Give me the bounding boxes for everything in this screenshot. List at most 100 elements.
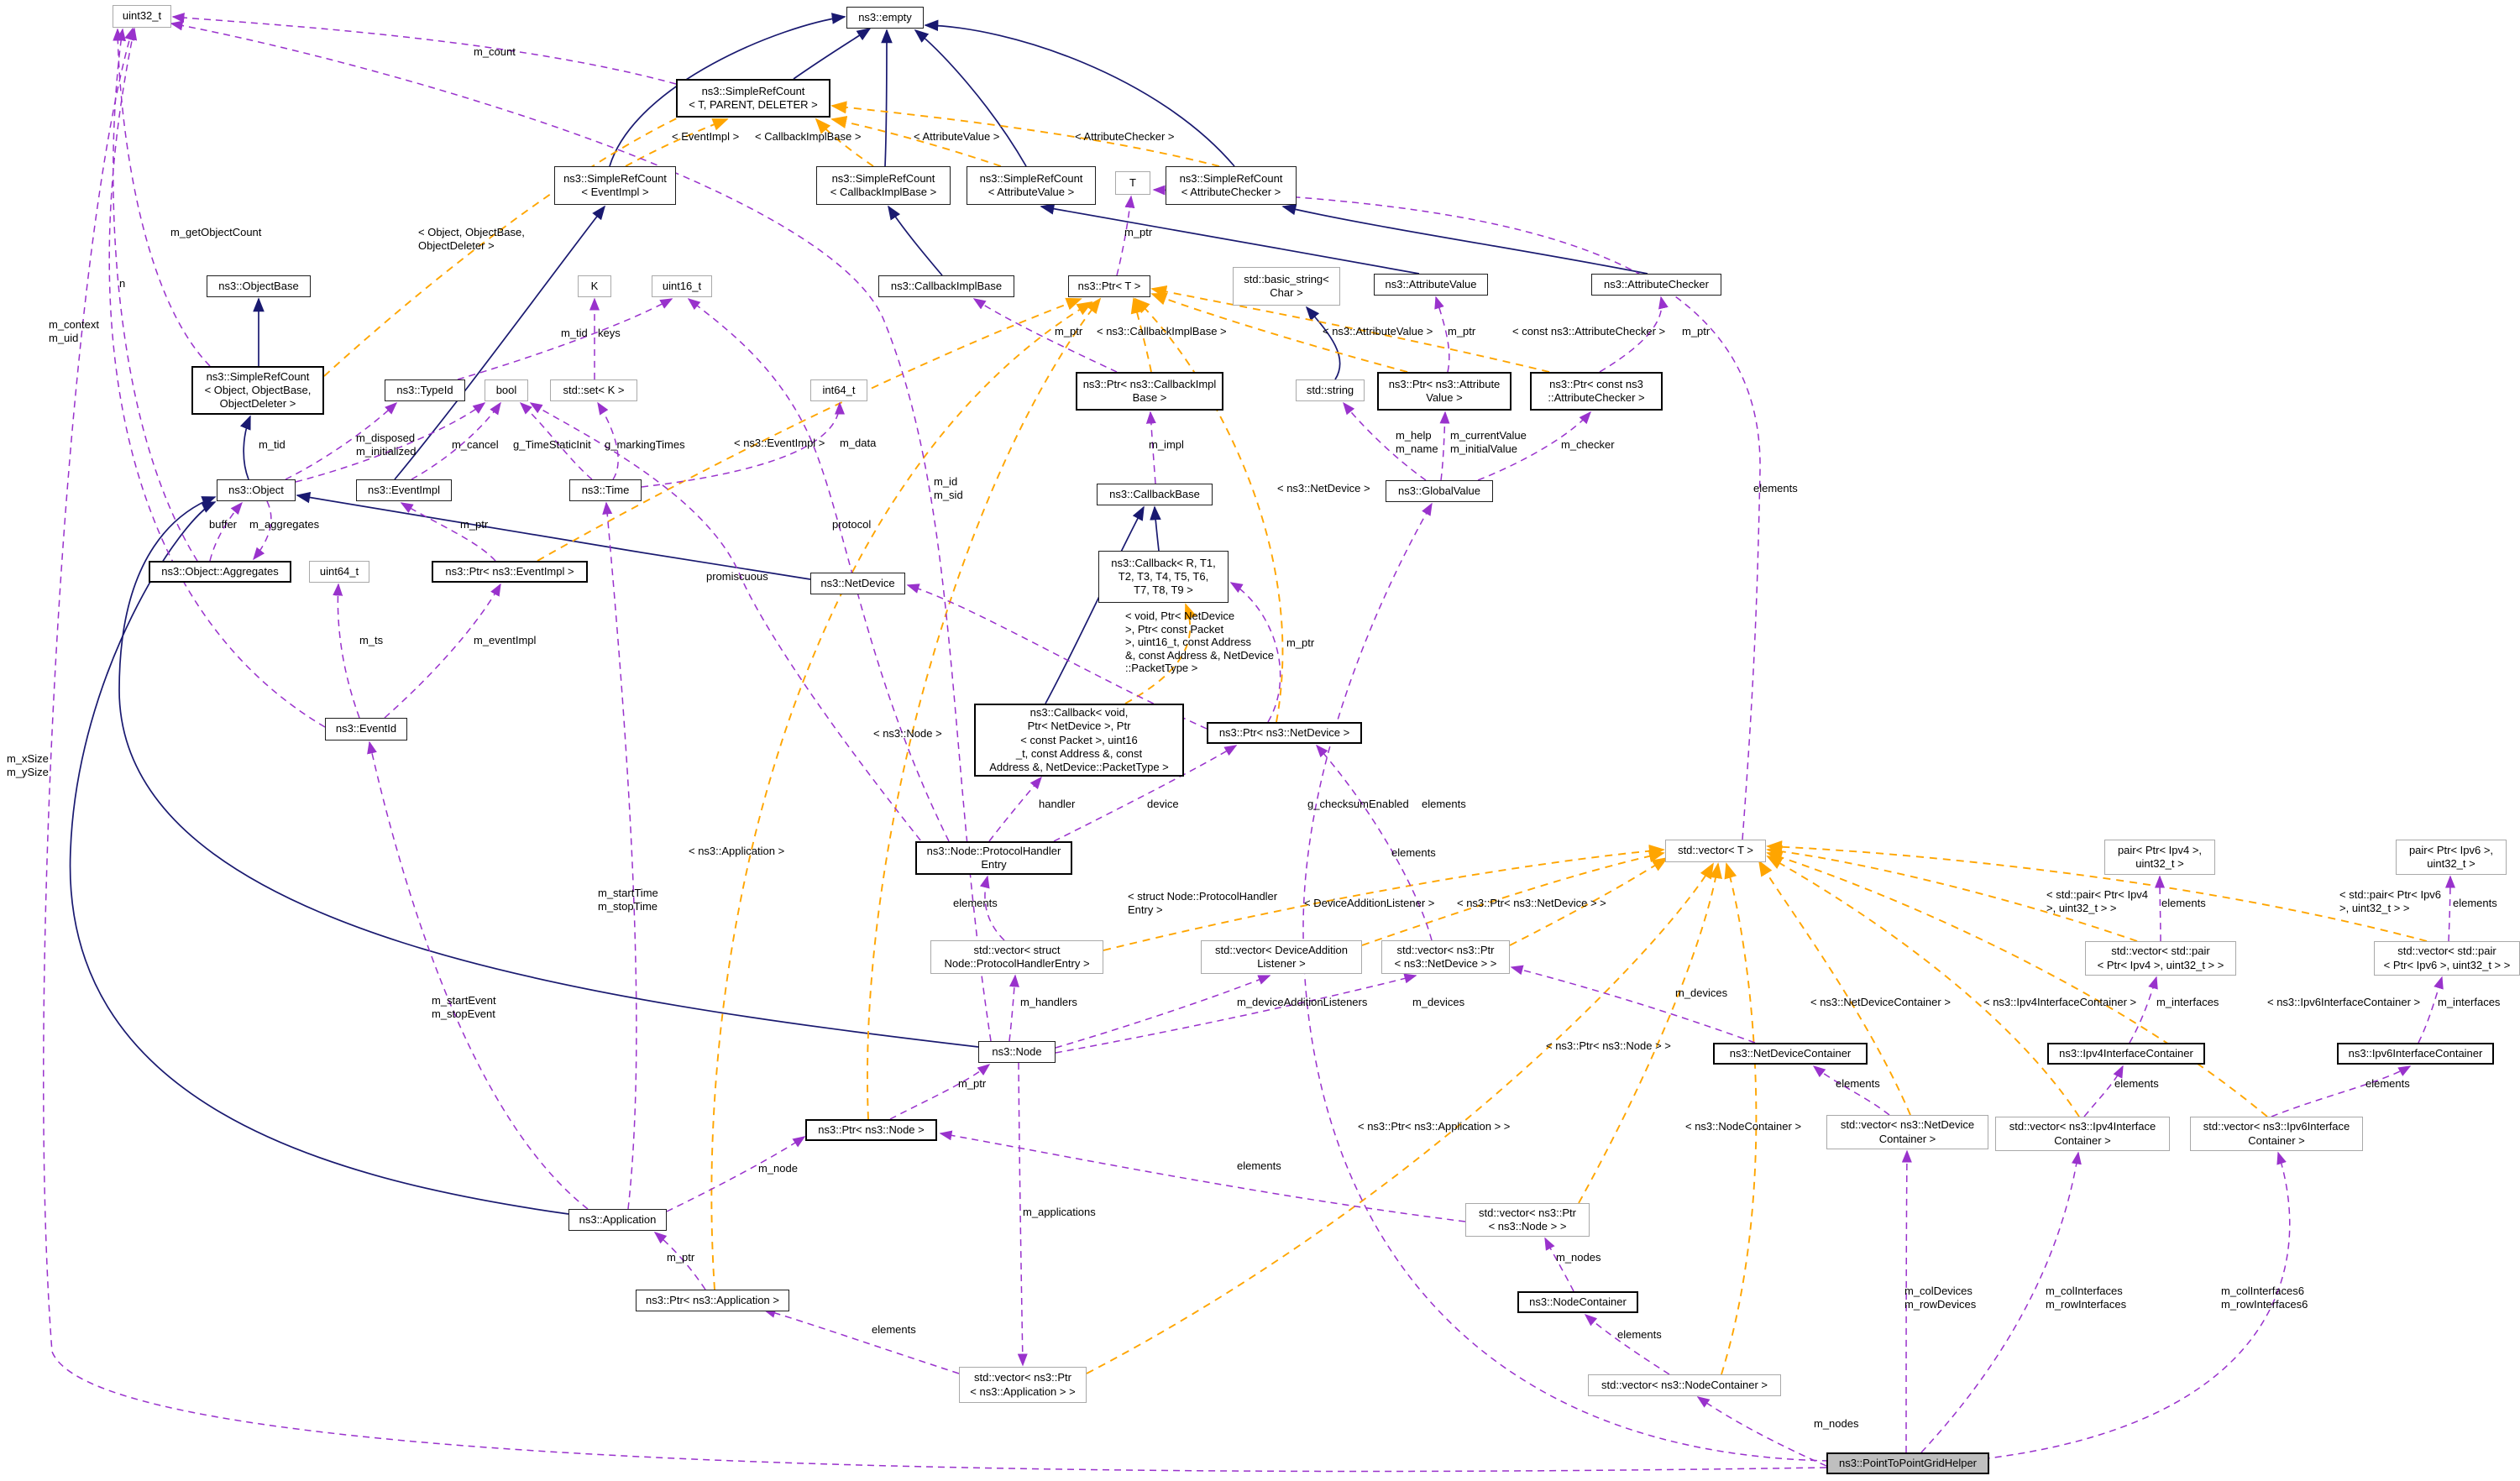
- edge-label-0: m_count: [474, 45, 516, 58]
- class-box-vecipv6[interactable]: std::vector< ns3::Ipv6Interface Containe…: [2190, 1117, 2363, 1151]
- edge-use-47: [1116, 195, 1135, 276]
- edge-use-100: [762, 1308, 960, 1374]
- class-box-srcobj[interactable]: ns3::SimpleRefCount < Object, ObjectBase…: [191, 366, 324, 415]
- class-box-cib[interactable]: ns3::CallbackImplBase: [878, 275, 1014, 297]
- class-box-uint64[interactable]: uint64_t: [309, 561, 369, 583]
- edge-label-66: elements: [2161, 897, 2206, 909]
- class-box-ndc[interactable]: ns3::NetDeviceContainer: [1713, 1043, 1868, 1065]
- edge-tmpl-34: [1086, 862, 1714, 1374]
- edge-label-7: m_ptr: [1124, 226, 1153, 238]
- class-box-ptrapp[interactable]: ns3::Ptr< ns3::Application >: [636, 1290, 789, 1311]
- class-box-time[interactable]: ns3::Time: [569, 479, 642, 501]
- class-box-vecptrnd[interactable]: std::vector< ns3::Ptr < ns3::NetDevice >…: [1381, 940, 1510, 974]
- class-box-srctpd[interactable]: ns3::SimpleRefCount < T, PARENT, DELETER…: [676, 79, 830, 118]
- edge-label-65: < std::pair< Ptr< Ipv4 >, uint32_t > >: [2046, 888, 2149, 914]
- class-box-ipv4c[interactable]: ns3::Ipv4InterfaceContainer: [2047, 1043, 2205, 1065]
- edge-tmpl-19: [830, 115, 1002, 167]
- class-box-vecpair4[interactable]: std::vector< std::pair < Ptr< Ipv4 >, ui…: [2085, 941, 2236, 976]
- edge-tmpl-27: [537, 297, 1082, 562]
- class-box-vecphe[interactable]: std::vector< struct Node::ProtocolHandle…: [930, 940, 1103, 974]
- class-box-vecptrapp[interactable]: std::vector< ns3::Ptr < ns3::Application…: [959, 1367, 1087, 1403]
- edge-label-46: g_checksumEnabled: [1307, 798, 1409, 810]
- edge-label-29: m_help m_name: [1396, 429, 1438, 455]
- class-box-cbr[interactable]: ns3::Callback< R, T1, T2, T3, T4, T5, T6…: [1098, 551, 1229, 603]
- edge-label-68: elements: [2453, 897, 2497, 909]
- edge-use-96: [939, 1130, 1466, 1222]
- class-box-empty[interactable]: ns3::empty: [846, 7, 924, 29]
- class-box-uint16[interactable]: uint16_t: [652, 275, 712, 297]
- edge-use-52: [519, 401, 593, 480]
- class-box-ptrt[interactable]: ns3::Ptr< T >: [1068, 275, 1150, 297]
- edge-label-4: < CallbackImplBase >: [755, 130, 862, 143]
- class-box-objbase[interactable]: ns3::ObjectBase: [207, 275, 311, 297]
- class-box-vect[interactable]: std::vector< T >: [1665, 840, 1766, 862]
- class-box-nodecont[interactable]: ns3::NodeContainer: [1517, 1291, 1638, 1313]
- class-box-srcevt[interactable]: ns3::SimpleRefCount < EventImpl >: [554, 166, 676, 205]
- edge-label-63: < ns3::Ipv6InterfaceContainer >: [2267, 996, 2421, 1008]
- class-box-boolb[interactable]: bool: [485, 379, 528, 401]
- class-box-uint32[interactable]: uint32_t: [113, 5, 171, 28]
- class-box-netdev[interactable]: ns3::NetDevice: [810, 573, 905, 594]
- edge-label-26: < const ns3::AttributeChecker >: [1512, 325, 1666, 338]
- edge-use-69: [1439, 411, 1450, 481]
- edge-tmpl-30: [1103, 844, 1665, 951]
- class-box-vecpair6[interactable]: std::vector< std::pair < Ptr< Ipv6 >, ui…: [2374, 941, 2520, 976]
- edge-label-3: < EventImpl >: [672, 130, 740, 143]
- class-box-globalval[interactable]: ns3::GlobalValue: [1386, 480, 1493, 502]
- class-box-vecptrnode[interactable]: std::vector< ns3::Ptr < ns3::Node > >: [1465, 1203, 1590, 1237]
- class-box-aggregates[interactable]: ns3::Object::Aggregates: [149, 561, 291, 583]
- class-box-cbbase[interactable]: ns3::CallbackBase: [1097, 484, 1213, 505]
- class-box-srccib[interactable]: ns3::SimpleRefCount < CallbackImplBase >: [816, 166, 951, 205]
- edge-use-41: [171, 13, 677, 85]
- class-box-stdstring[interactable]: std::string: [1296, 379, 1365, 401]
- class-box-object[interactable]: ns3::Object: [217, 479, 296, 501]
- class-box-vecndc[interactable]: std::vector< ns3::NetDevice Container >: [1826, 1115, 1988, 1149]
- edge-label-9: m_context m_uid: [49, 318, 99, 344]
- class-box-kbox[interactable]: K: [578, 275, 611, 297]
- edge-label-39: m_eventImpl: [474, 634, 537, 646]
- class-box-ptrevt[interactable]: ns3::Ptr< ns3::EventImpl >: [432, 561, 588, 583]
- class-box-cbvoid[interactable]: ns3::Callback< void, Ptr< NetDevice >, P…: [974, 704, 1184, 777]
- class-box-app[interactable]: ns3::Application: [568, 1209, 667, 1231]
- class-box-ptrnode[interactable]: ns3::Ptr< ns3::Node >: [805, 1119, 937, 1141]
- class-box-attrchk[interactable]: ns3::AttributeChecker: [1591, 274, 1721, 296]
- edge-label-55: m_devices: [1412, 996, 1465, 1008]
- edge-label-58: < ns3::Ptr< ns3::Application > >: [1358, 1120, 1511, 1133]
- class-box-setk[interactable]: std::set< K >: [550, 379, 637, 401]
- edge-tmpl-23: [1130, 297, 1152, 373]
- edge-label-49: elements: [953, 897, 998, 909]
- class-box-attrval[interactable]: ns3::AttributeValue: [1374, 274, 1488, 296]
- class-box-srcac[interactable]: ns3::SimpleRefCount < AttributeChecker >: [1166, 166, 1297, 205]
- edge-use-85: [2271, 1065, 2412, 1117]
- edge-tmpl-26: [1134, 297, 1284, 723]
- edge-use-88: [2155, 875, 2166, 942]
- edge-tmpl-33: [1578, 862, 1722, 1204]
- class-box-ptrcib[interactable]: ns3::Ptr< ns3::CallbackImpl Base >: [1076, 372, 1223, 411]
- edge-use-63: [384, 583, 501, 719]
- class-box-ptrcac[interactable]: ns3::Ptr< const ns3 ::AttributeChecker >: [1530, 372, 1663, 411]
- edge-label-12: m_tid: [259, 438, 286, 451]
- class-box-tbox[interactable]: T: [1115, 171, 1150, 195]
- class-box-ptrav[interactable]: ns3::Ptr< ns3::Attribute Value >: [1377, 372, 1511, 411]
- edge-label-50: < struct Node::ProtocolHandler Entry >: [1128, 890, 1278, 916]
- class-box-vecipv4[interactable]: std::vector< ns3::Ipv4Interface Containe…: [1995, 1117, 2170, 1151]
- class-box-eventimpl[interactable]: ns3::EventImpl: [356, 479, 452, 501]
- class-box-eventid[interactable]: ns3::EventId: [325, 718, 407, 740]
- class-box-int64[interactable]: int64_t: [810, 379, 867, 401]
- edge-label-67: < std::pair< Ptr< Ipv6 >, uint32_t > >: [2339, 888, 2442, 914]
- edge-label-38: m_ts: [359, 634, 384, 646]
- class-box-typeid[interactable]: ns3::TypeId: [385, 379, 465, 401]
- class-box-srcav[interactable]: ns3::SimpleRefCount < AttributeValue >: [967, 166, 1096, 205]
- class-box-ipv6c[interactable]: ns3::Ipv6InterfaceContainer: [2337, 1043, 2494, 1065]
- edge-label-15: g_TimeStaticInit: [513, 438, 591, 451]
- class-box-p2pgridhelper[interactable]: ns3::PointToPointGridHelper: [1826, 1452, 1989, 1474]
- class-box-node[interactable]: ns3::Node: [978, 1041, 1056, 1063]
- edge-label-1: m_getObjectCount: [170, 226, 262, 238]
- class-box-phe[interactable]: ns3::Node::ProtocolHandler Entry: [915, 841, 1072, 875]
- class-box-bstring[interactable]: std::basic_string< Char >: [1233, 267, 1340, 306]
- class-box-ptrnd[interactable]: ns3::Ptr< ns3::NetDevice >: [1207, 722, 1362, 744]
- class-box-pairv6[interactable]: pair< Ptr< Ipv6 >, uint32_t >: [2396, 840, 2507, 875]
- class-box-vecnodecont[interactable]: std::vector< ns3::NodeContainer >: [1588, 1374, 1781, 1396]
- class-box-vecdal[interactable]: std::vector< DeviceAddition Listener >: [1201, 940, 1362, 974]
- class-box-pairv4[interactable]: pair< Ptr< Ipv4 >, uint32_t >: [2104, 840, 2215, 875]
